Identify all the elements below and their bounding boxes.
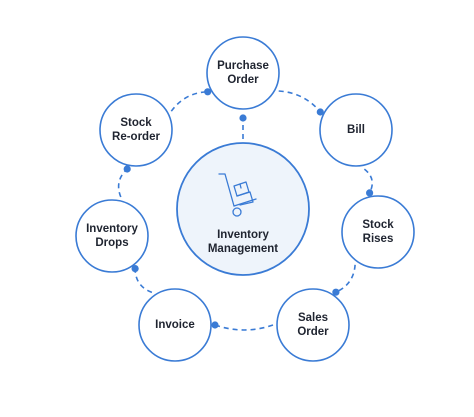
cycle-connectors xyxy=(117,88,374,331)
connector-line xyxy=(335,264,356,293)
node-label-inventory-drops-line-1: Inventory xyxy=(86,223,138,235)
connector-dot xyxy=(131,265,139,273)
center-node: Inventory Management xyxy=(176,142,310,276)
center-spoke xyxy=(239,114,247,139)
node-label-purchase-order-line-2: Order xyxy=(227,74,259,86)
connector-dot xyxy=(366,189,374,197)
node-label-stock-rises-line-1: Stock xyxy=(362,219,394,231)
connector-dot xyxy=(211,321,219,329)
node-bill: Bill xyxy=(319,93,393,167)
node-label-sales-order-line-2: Order xyxy=(297,326,329,338)
node-label-stock-reorder-line-2: Re-order xyxy=(112,131,160,143)
connector-line xyxy=(117,168,128,198)
node-label-stock-rises-line-2: Rises xyxy=(363,233,394,245)
node-label-invoice-line-1: Invoice xyxy=(155,319,195,331)
node-invoice: Invoice xyxy=(138,288,212,362)
node-label-inventory-drops-line-2: Drops xyxy=(95,237,128,249)
node-label-stock-reorder-line-1: Stock xyxy=(120,117,152,129)
node-label-bill-line-1: Bill xyxy=(347,124,365,136)
node-label-sales-order-line-1: Sales xyxy=(298,312,328,324)
connector-dot xyxy=(204,88,212,96)
node-circle xyxy=(319,93,393,167)
connector-line xyxy=(170,91,208,112)
spoke-dot xyxy=(239,114,247,122)
connector-line xyxy=(214,324,274,331)
connector-dot xyxy=(123,165,131,173)
cycle-nodes: PurchaseOrderBillStockRisesSalesOrderInv… xyxy=(75,36,415,362)
hand-truck-boxes-icon xyxy=(218,173,257,217)
connector-line xyxy=(363,168,374,194)
node-circle xyxy=(99,93,173,167)
connector-dot xyxy=(332,288,340,296)
node-circle xyxy=(276,288,350,362)
center-label-line-2: Management xyxy=(208,243,278,255)
connector-dot xyxy=(316,108,324,116)
node-circle xyxy=(206,36,280,110)
connector-line xyxy=(134,268,153,294)
node-circle xyxy=(75,199,149,273)
center-circle xyxy=(176,142,310,276)
node-label-purchase-order-line-1: Purchase xyxy=(217,60,269,72)
connector-line xyxy=(278,90,321,113)
node-circle xyxy=(138,288,212,362)
node-circle xyxy=(341,195,415,269)
center-label-line-1: Inventory xyxy=(217,229,269,241)
